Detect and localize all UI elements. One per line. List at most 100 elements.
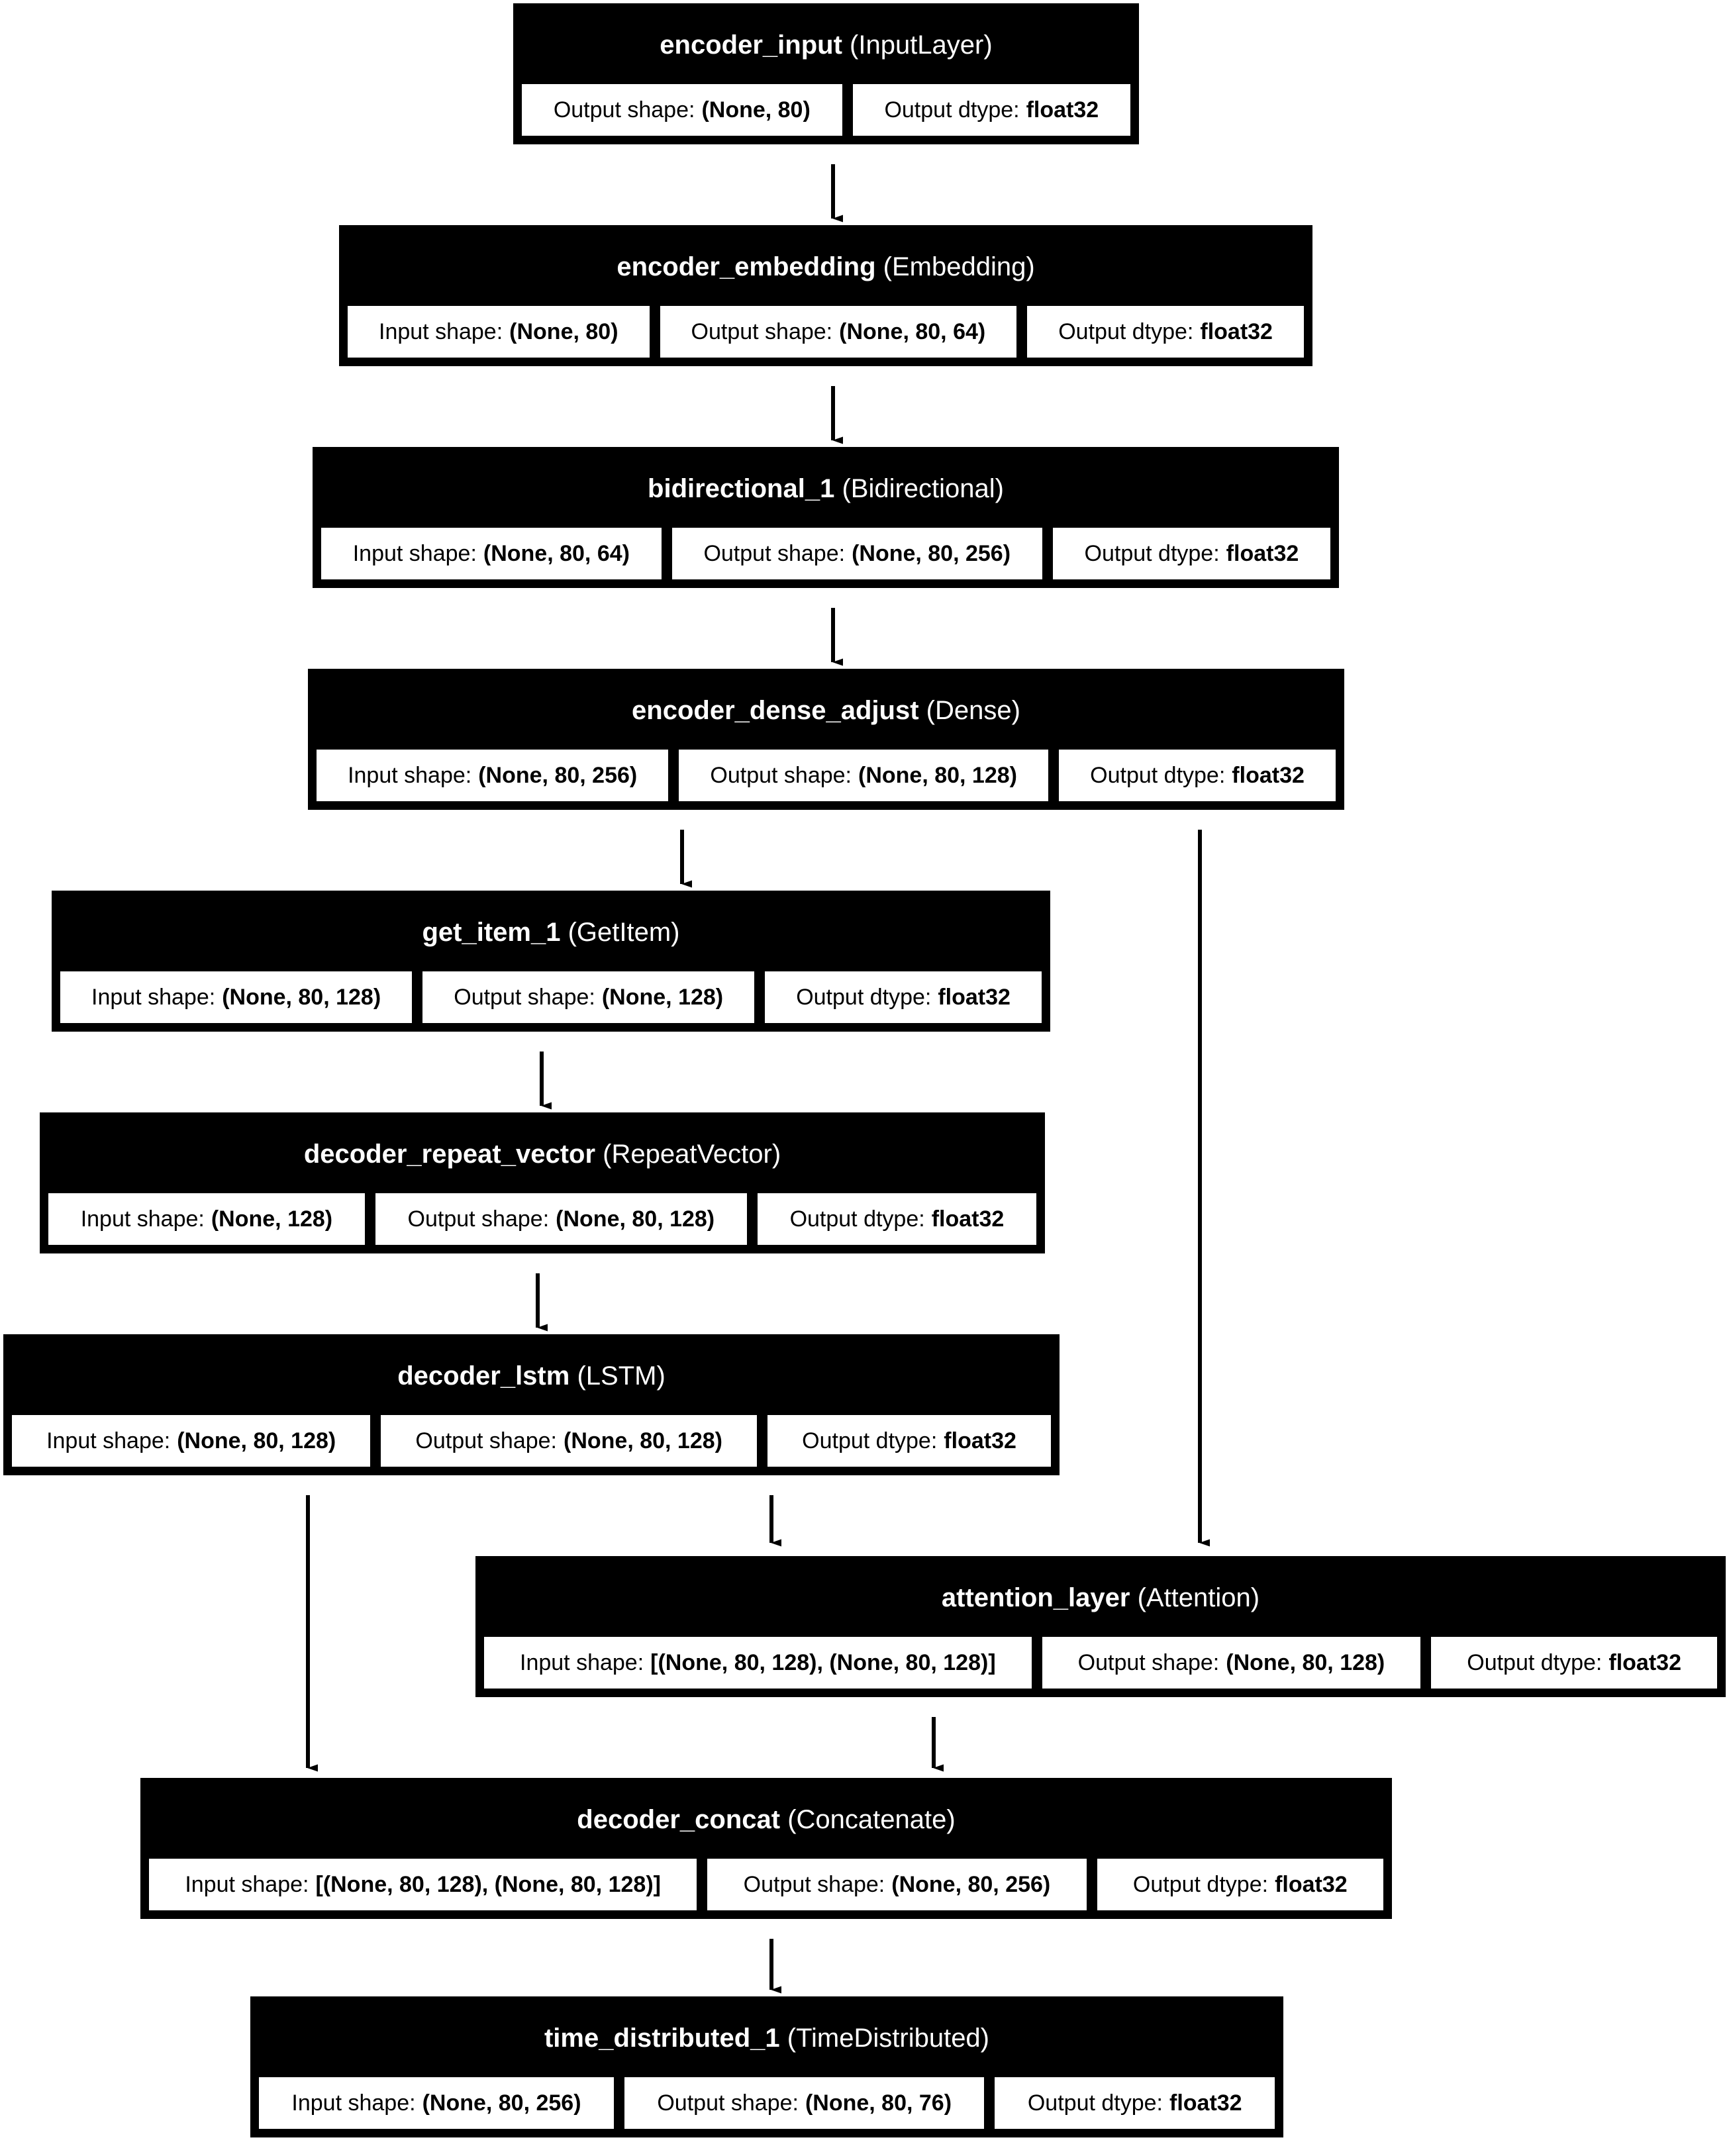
- node-fields-decoder_lstm: Input shape: (None, 80, 128) Output shap…: [5, 1413, 1058, 1473]
- field-output-shape: Output shape: (None, 80, 64): [658, 304, 1019, 360]
- node-get_item_1[interactable]: get_item_1 (GetItem) Input shape: (None,…: [52, 891, 1050, 1032]
- field-value: float32: [1226, 541, 1299, 566]
- field-value: (None, 80, 128): [177, 1428, 336, 1453]
- node-title-encoder_dense_adjust: encoder_dense_adjust (Dense): [310, 671, 1342, 748]
- layer-name: decoder_repeat_vector: [303, 1140, 596, 1169]
- field-output-dtype: Output dtype: float32: [755, 1191, 1039, 1247]
- field-label: Output dtype:: [796, 985, 932, 1010]
- layer-type: (LSTM): [577, 1361, 666, 1391]
- field-input-shape: Input shape: (None, 80, 256): [257, 2075, 616, 2131]
- layer-name: decoder_concat: [577, 1805, 781, 1834]
- node-fields-encoder_input: Output shape: (None, 80) Output dtype: f…: [515, 82, 1137, 142]
- field-value: float32: [1608, 1650, 1681, 1675]
- node-fields-decoder_repeat_vector: Input shape: (None, 128) Output shape: (…: [42, 1191, 1043, 1251]
- field-output-shape: Output shape: (None, 80): [520, 82, 844, 138]
- layer-name: encoder_input: [660, 30, 842, 60]
- node-title-time_distributed_1: time_distributed_1 (TimeDistributed): [252, 1998, 1281, 2075]
- field-output-shape: Output shape: (None, 80, 76): [622, 2075, 987, 2131]
- layer-name: encoder_embedding: [617, 252, 876, 281]
- layer-name: attention_layer: [941, 1583, 1130, 1612]
- node-decoder_concat[interactable]: decoder_concat (Concatenate) Input shape…: [140, 1778, 1392, 1919]
- node-title-attention_layer: attention_layer (Attention): [477, 1558, 1724, 1635]
- field-output-dtype: Output dtype: float32: [1025, 304, 1306, 360]
- node-title-bidirectional_1: bidirectional_1 (Bidirectional): [315, 449, 1337, 526]
- field-value: (None, 80, 76): [805, 2090, 952, 2116]
- layer-type: (GetItem): [568, 918, 680, 947]
- field-input-shape: Input shape: (None, 80, 64): [319, 526, 664, 581]
- node-title-decoder_repeat_vector: decoder_repeat_vector (RepeatVector): [42, 1114, 1043, 1191]
- node-fields-get_item_1: Input shape: (None, 80, 128) Output shap…: [54, 969, 1048, 1030]
- layer-name: bidirectional_1: [648, 474, 835, 503]
- field-output-dtype: Output dtype: float32: [1429, 1635, 1719, 1690]
- field-value: (None, 80, 256): [852, 541, 1011, 566]
- node-fields-encoder_embedding: Input shape: (None, 80) Output shape: (N…: [341, 304, 1310, 364]
- field-value: (None, 80, 256): [422, 2090, 581, 2116]
- field-label: Output shape:: [454, 985, 595, 1010]
- field-value: [(None, 80, 128), (None, 80, 128)]: [650, 1650, 996, 1675]
- field-label: Input shape:: [185, 1872, 309, 1897]
- field-label: Output dtype:: [802, 1428, 938, 1453]
- field-value: (None, 80, 128): [564, 1428, 722, 1453]
- node-fields-bidirectional_1: Input shape: (None, 80, 64) Output shape…: [315, 526, 1337, 586]
- field-value: (None, 128): [211, 1206, 333, 1232]
- field-output-shape: Output shape: (None, 80, 256): [669, 526, 1044, 581]
- field-output-dtype: Output dtype: float32: [850, 82, 1133, 138]
- field-value: float32: [931, 1206, 1005, 1232]
- node-fields-decoder_concat: Input shape: [(None, 80, 128), (None, 80…: [142, 1857, 1390, 1917]
- node-title-decoder_concat: decoder_concat (Concatenate): [142, 1780, 1390, 1857]
- layer-name: get_item_1: [422, 918, 561, 947]
- field-output-shape: Output shape: (None, 80, 128): [373, 1191, 749, 1247]
- node-encoder_dense_adjust[interactable]: encoder_dense_adjust (Dense) Input shape…: [308, 669, 1344, 810]
- field-label: Output dtype:: [1132, 1872, 1269, 1897]
- field-label: Output shape:: [415, 1428, 557, 1453]
- layer-name: decoder_lstm: [397, 1361, 570, 1391]
- node-encoder_input[interactable]: encoder_input (InputLayer) Output shape:…: [513, 3, 1139, 144]
- field-value: (None, 80, 64): [483, 541, 630, 566]
- layer-type: (Dense): [926, 696, 1020, 725]
- node-decoder_repeat_vector[interactable]: decoder_repeat_vector (RepeatVector) Inp…: [40, 1112, 1045, 1253]
- field-label: Output shape:: [703, 541, 846, 566]
- field-label: Input shape:: [348, 763, 472, 788]
- node-fields-encoder_dense_adjust: Input shape: (None, 80, 256) Output shap…: [310, 748, 1342, 808]
- field-output-shape: Output shape: (None, 80, 128): [677, 748, 1051, 803]
- field-input-shape: Input shape: [(None, 80, 128), (None, 80…: [147, 1857, 699, 1912]
- field-value: float32: [1275, 1872, 1348, 1897]
- field-value: (None, 80, 256): [478, 763, 638, 788]
- field-output-shape: Output shape: (None, 80, 128): [379, 1413, 760, 1469]
- field-label: Output dtype:: [1090, 763, 1226, 788]
- layer-type: (TimeDistributed): [787, 2024, 989, 2053]
- field-value: float32: [1169, 2090, 1242, 2116]
- field-label: Input shape:: [91, 985, 216, 1010]
- field-label: Input shape:: [520, 1650, 644, 1675]
- field-label: Input shape:: [46, 1428, 171, 1453]
- field-output-shape: Output shape: (None, 80, 256): [705, 1857, 1089, 1912]
- node-bidirectional_1[interactable]: bidirectional_1 (Bidirectional) Input sh…: [313, 447, 1339, 588]
- field-output-dtype: Output dtype: float32: [1050, 526, 1333, 581]
- field-value: float32: [1200, 319, 1273, 344]
- node-attention_layer[interactable]: attention_layer (Attention) Input shape:…: [475, 1556, 1726, 1697]
- field-value: (None, 80, 128): [556, 1206, 715, 1232]
- node-title-decoder_lstm: decoder_lstm (LSTM): [5, 1336, 1058, 1413]
- field-label: Output shape:: [657, 2090, 799, 2116]
- field-value: (None, 80, 128): [222, 985, 381, 1010]
- field-label: Output shape:: [710, 763, 852, 788]
- field-value: (None, 80, 128): [858, 763, 1017, 788]
- field-label: Output dtype:: [1058, 319, 1194, 344]
- field-label: Input shape:: [379, 319, 503, 344]
- field-output-dtype: Output dtype: float32: [766, 1413, 1053, 1469]
- field-value: (None, 128): [601, 985, 724, 1010]
- field-value: float32: [944, 1428, 1016, 1453]
- field-label: Output shape:: [691, 319, 833, 344]
- field-label: Output shape:: [553, 97, 695, 122]
- field-label: Output shape:: [407, 1206, 550, 1232]
- node-decoder_lstm[interactable]: decoder_lstm (LSTM) Input shape: (None, …: [3, 1334, 1060, 1475]
- field-output-dtype: Output dtype: float32: [993, 2075, 1277, 2131]
- field-input-shape: Input shape: (None, 80): [346, 304, 652, 360]
- field-output-dtype: Output dtype: float32: [1095, 1857, 1385, 1912]
- node-encoder_embedding[interactable]: encoder_embedding (Embedding) Input shap…: [339, 225, 1312, 366]
- node-time_distributed_1[interactable]: time_distributed_1 (TimeDistributed) Inp…: [250, 1996, 1283, 2137]
- node-title-encoder_input: encoder_input (InputLayer): [515, 5, 1137, 82]
- layer-type: (InputLayer): [850, 30, 993, 60]
- layer-name: time_distributed_1: [544, 2024, 780, 2053]
- field-value: (None, 80): [701, 97, 811, 122]
